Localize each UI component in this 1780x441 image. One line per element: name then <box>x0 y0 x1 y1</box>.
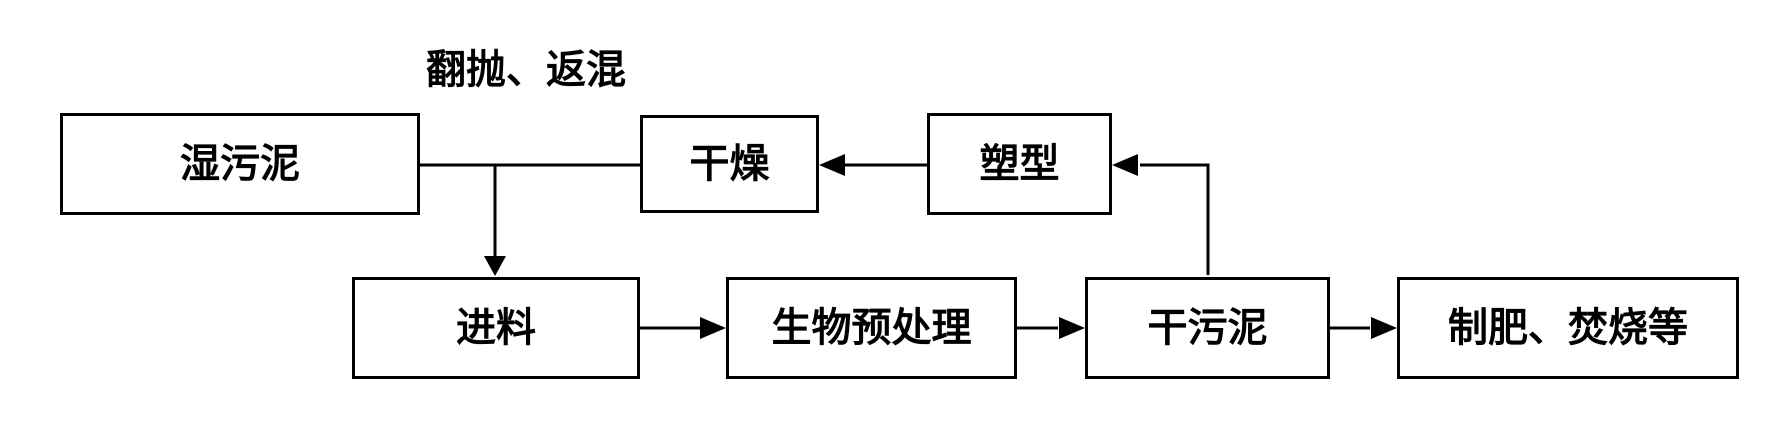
connector-dry-sludge-to-shaping <box>1140 163 1210 275</box>
node-shaping: 塑型 <box>927 113 1112 215</box>
arrowhead-right-end-use <box>1371 317 1397 339</box>
arrowhead-right-dry-sludge <box>1059 317 1085 339</box>
arrowhead-right-bio <box>700 317 726 339</box>
arrowhead-left-shaping <box>1112 154 1138 176</box>
node-dry-sludge: 干污泥 <box>1085 277 1330 379</box>
node-drying: 干燥 <box>640 115 819 213</box>
node-bio-pretreatment: 生物预处理 <box>726 277 1017 379</box>
arrowhead-down-feed <box>484 256 506 276</box>
node-feed: 进料 <box>352 277 640 379</box>
annotation-turning-backmix: 翻抛、返混 <box>426 47 626 93</box>
node-wet-sludge: 湿污泥 <box>60 113 420 215</box>
node-end-use: 制肥、焚烧等 <box>1397 277 1739 379</box>
arrowhead-left-drying <box>819 154 845 176</box>
